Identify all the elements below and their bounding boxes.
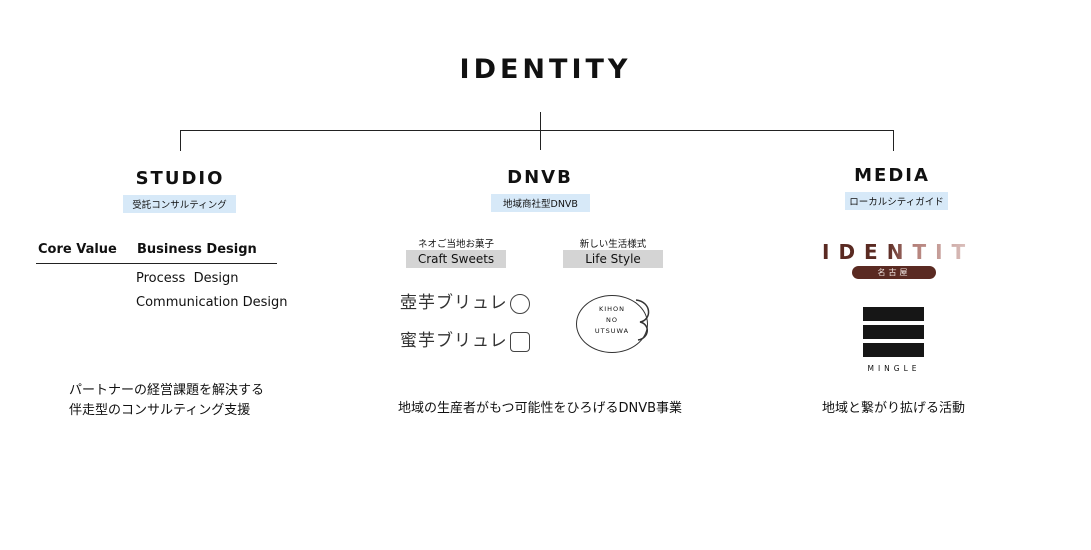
dnvb-title: DNVB xyxy=(507,167,573,188)
craft-sweets-tag: Craft Sweets xyxy=(406,250,506,268)
pot-icon xyxy=(509,293,530,314)
studio-desc-line: パートナーの経営課題を解決する xyxy=(69,383,265,398)
studio-tag: 受託コンサルティング xyxy=(123,195,236,213)
life-style-sublabel: 新しい生活様式 xyxy=(579,239,647,250)
studio-divider xyxy=(36,263,277,264)
kihon-line: NO xyxy=(606,316,618,324)
media-description: 地域と繋がり拡げる活動 xyxy=(822,401,966,416)
nagoya-badge: 名古屋 xyxy=(852,266,936,279)
kihon-no-utsuwa-logo: KIHON NO UTSUWA xyxy=(576,295,648,353)
studio-desc-line: 伴走型のコンサルティング支援 xyxy=(69,403,251,418)
tsuboimo-brulee-logo: 壺芋ブリュレ xyxy=(400,288,530,314)
mingle-logo-text: MINGLE xyxy=(867,364,921,373)
process-design-item: Process Design xyxy=(136,271,239,286)
business-design-label: Business Design xyxy=(137,242,257,257)
jar-icon xyxy=(509,331,530,352)
identity-nagoya-logo: IDENTITY xyxy=(822,240,998,264)
dnvb-description: 地域の生産者がもつ可能性をひろげるDNVB事業 xyxy=(398,401,683,416)
kihon-line: UTSUWA xyxy=(594,327,630,335)
mingle-bar-middle xyxy=(863,325,924,339)
mitsuimo-brulee-text: 蜜芋ブリュレ xyxy=(400,331,508,351)
studio-description: パートナーの経営課題を解決する 伴走型のコンサルティング支援 xyxy=(69,381,264,421)
communication-design-item: Communication Design xyxy=(136,295,288,310)
media-tag: ローカルシティガイド xyxy=(845,192,948,210)
media-title: MEDIA xyxy=(854,165,930,186)
core-value-label: Core Value xyxy=(38,242,117,257)
kihon-swirl-icon xyxy=(635,299,650,341)
craft-sweets-sublabel: ネオご当地お菓子 xyxy=(417,239,494,250)
mingle-bar-top xyxy=(863,307,924,321)
dnvb-tag: 地域商社型DNVB xyxy=(491,194,590,212)
page-title: IDENTITY xyxy=(459,54,632,85)
studio-title: STUDIO xyxy=(135,168,225,189)
tsuboimo-brulee-text: 壺芋ブリュレ xyxy=(400,293,508,313)
mitsuimo-brulee-logo: 蜜芋ブリュレ xyxy=(400,326,530,352)
mingle-bar-bottom xyxy=(863,343,924,357)
kihon-line: KIHON xyxy=(598,305,626,313)
life-style-tag: Life Style xyxy=(563,250,663,268)
